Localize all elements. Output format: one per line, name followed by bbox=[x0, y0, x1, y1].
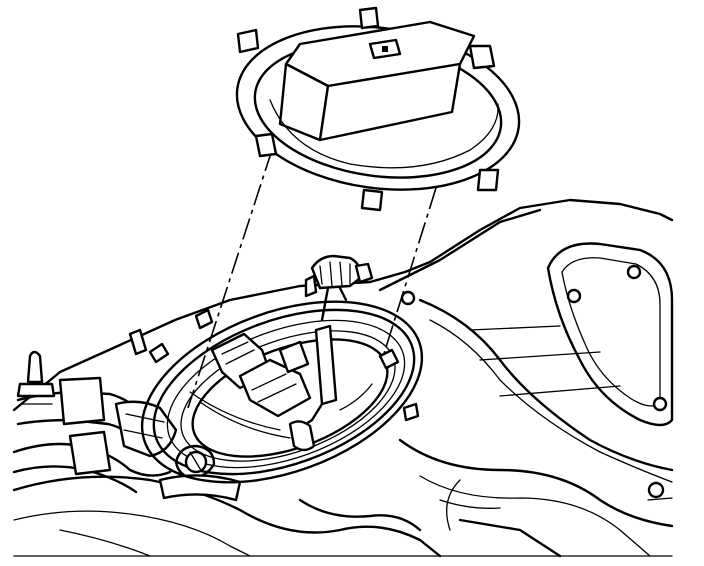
fuel-tank bbox=[12, 198, 674, 558]
lock-ring-tool bbox=[235, 6, 521, 212]
fuel-sender-assembly bbox=[184, 324, 373, 474]
electrical-connector bbox=[304, 254, 374, 322]
alignment-lines bbox=[187, 149, 437, 409]
fuel-lines bbox=[12, 328, 242, 502]
